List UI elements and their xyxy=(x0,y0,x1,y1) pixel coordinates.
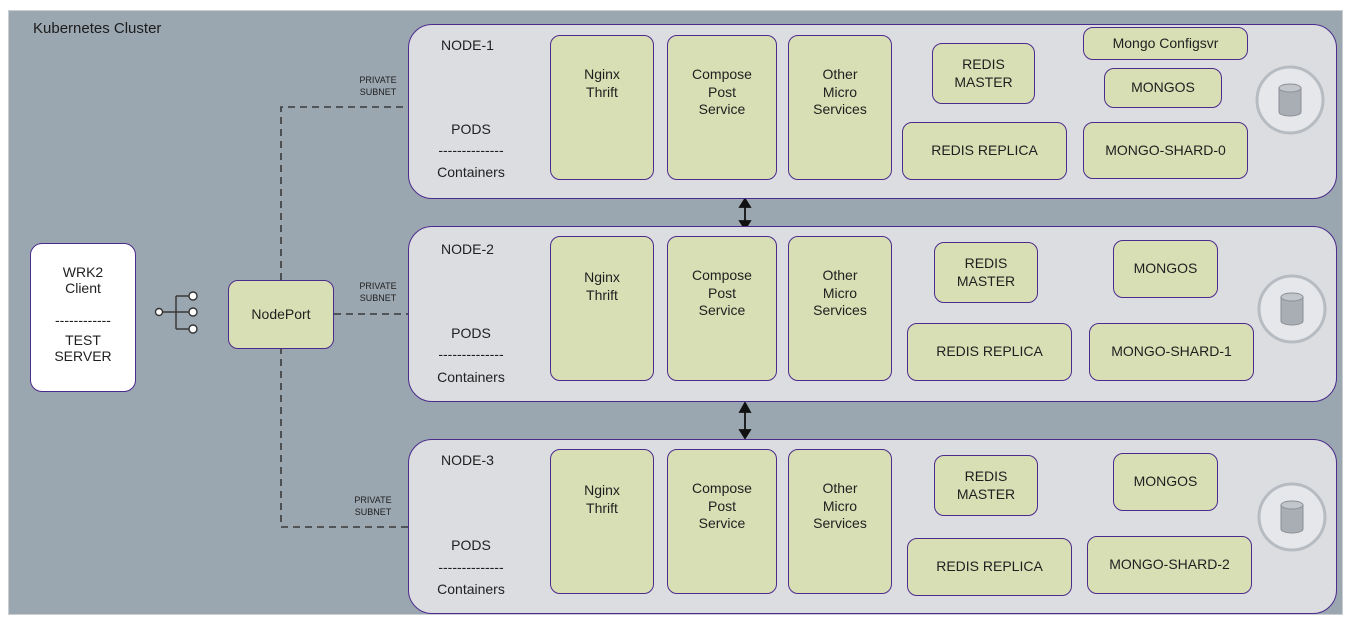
mongo-shard: MONGO-SHARD-0 xyxy=(1083,122,1248,179)
redis-replica: REDIS REPLICA xyxy=(907,538,1072,596)
cluster-title: Kubernetes Cluster xyxy=(33,20,162,37)
pods-divider: -------------- xyxy=(438,559,504,575)
redis-replica: REDIS REPLICA xyxy=(907,323,1072,381)
redis-master: REDIS MASTER xyxy=(934,242,1038,303)
mongo-configsvr: Mongo Configsvr xyxy=(1083,27,1248,60)
private-subnet-label: PRIVATE SUBNET xyxy=(354,495,392,517)
compose-post-service-pod: Compose Post Service xyxy=(667,449,777,594)
redis-master: REDIS MASTER xyxy=(932,43,1035,104)
nginx-thrift-pod: Nginx Thrift xyxy=(550,35,654,180)
mongos: MONGOS xyxy=(1104,68,1222,108)
mongos: MONGOS xyxy=(1113,240,1218,298)
mongo-shard: MONGO-SHARD-1 xyxy=(1089,323,1254,381)
private-subnet-label: PRIVATE SUBNET xyxy=(359,75,397,97)
node-link-arrows xyxy=(738,197,752,440)
nginx-thrift-pod: Nginx Thrift xyxy=(550,236,654,381)
compose-post-service-pod: Compose Post Service xyxy=(667,236,777,381)
other-micro-services-pod: Other Micro Services xyxy=(788,35,892,180)
client-divider: ------------ xyxy=(55,312,111,328)
mongos: MONGOS xyxy=(1113,453,1218,511)
client-role: TEST SERVER xyxy=(54,332,112,364)
other-micro-services-pod: Other Micro Services xyxy=(788,449,892,594)
subnet-link-node3 xyxy=(280,335,410,528)
node-3-title: NODE-3 xyxy=(441,452,494,468)
pods-label: PODS xyxy=(451,325,491,341)
pods-label: PODS xyxy=(451,537,491,553)
node-1-title: NODE-1 xyxy=(441,37,494,53)
pods-divider: -------------- xyxy=(438,346,504,362)
test-server-client: WRK2 Client ------------ TEST SERVER xyxy=(30,243,136,392)
node-2-title: NODE-2 xyxy=(441,241,494,257)
nginx-thrift-pod: Nginx Thrift xyxy=(550,449,654,594)
other-micro-services-pod: Other Micro Services xyxy=(788,236,892,381)
containers-label: Containers xyxy=(437,369,505,385)
containers-label: Containers xyxy=(437,164,505,180)
pods-divider: -------------- xyxy=(438,142,504,158)
mongo-shard: MONGO-SHARD-2 xyxy=(1087,536,1252,594)
nodeport: NodePort xyxy=(228,280,334,349)
redis-replica: REDIS REPLICA xyxy=(902,122,1067,180)
redis-master: REDIS MASTER xyxy=(934,455,1038,516)
compose-post-service-pod: Compose Post Service xyxy=(667,35,777,180)
network-fanout-icon xyxy=(154,291,198,334)
private-subnet-label: PRIVATE SUBNET xyxy=(359,281,397,303)
pods-label: PODS xyxy=(451,121,491,137)
containers-label: Containers xyxy=(437,581,505,597)
client-name: WRK2 Client xyxy=(62,264,104,296)
subnet-link-node1 xyxy=(280,106,410,280)
